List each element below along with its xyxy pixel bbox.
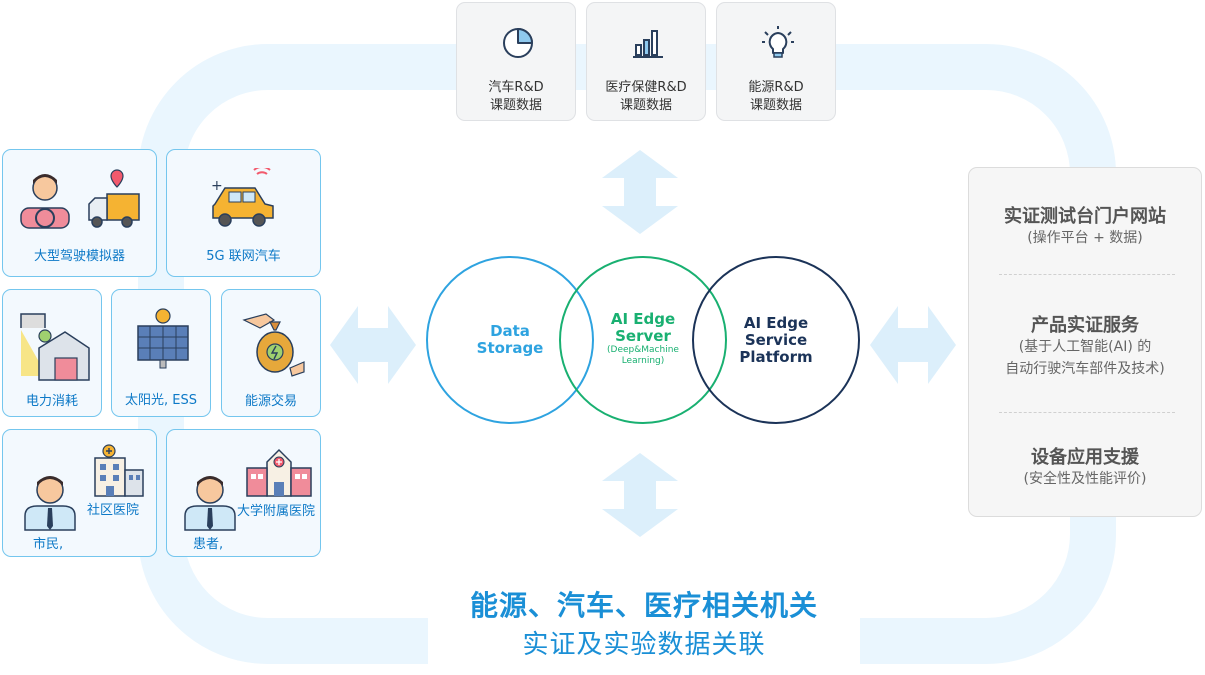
card-label-community-hospital: 社区医院 bbox=[87, 503, 140, 518]
service-title-portal: 实证测试台门户网站 bbox=[1004, 206, 1166, 227]
card-community-hospital: 市民, 社区医院 bbox=[2, 429, 157, 557]
card-driving-simulator: 大型驾驶模拟器 bbox=[2, 149, 157, 277]
bottom-title: 能源、汽车、医疗相关机关 bbox=[469, 589, 818, 622]
venn-platform-line1: AI Edge bbox=[743, 314, 809, 332]
venn-server-sub1: (Deep&Machine bbox=[607, 345, 679, 355]
connected-car-icon: + bbox=[211, 168, 274, 227]
circle-ai-edge-server bbox=[559, 256, 727, 424]
venn-platform-line2: Service bbox=[744, 331, 808, 349]
top-card-line1: 汽车R&D bbox=[488, 80, 544, 95]
card-university-hospital: 患者, 大学附属医院 bbox=[166, 429, 321, 557]
pie-chart-icon bbox=[503, 28, 533, 58]
circle-data-storage bbox=[426, 256, 594, 424]
citizen-icon bbox=[24, 476, 76, 531]
bottom-subtitle: 实证及实验数据关联 bbox=[522, 630, 766, 660]
top-card-line1: 医疗保健R&D bbox=[605, 80, 687, 95]
delivery-truck-icon bbox=[88, 169, 140, 228]
left-right-arrow-right bbox=[870, 306, 956, 384]
top-card-line1: 能源R&D bbox=[748, 80, 804, 95]
loop-gap bbox=[428, 580, 860, 675]
card-label: 大型驾驶模拟器 bbox=[33, 249, 125, 264]
venn-label-storage: Data Storage bbox=[460, 323, 560, 357]
lightbulb-icon bbox=[762, 26, 794, 58]
services-panel: 实证测试台门户网站 (操作平台 + 数据) 产品实证服务 (基于人工智能(AI)… bbox=[968, 167, 1202, 517]
top-card-line2: 课题数据 bbox=[749, 98, 802, 113]
venn-storage-line1: Data bbox=[490, 322, 530, 340]
svg-text:+: + bbox=[211, 178, 223, 194]
service-title-equipment: 设备应用支援 bbox=[1031, 447, 1139, 468]
card-label: 电力消耗 bbox=[25, 394, 78, 409]
venn-label-platform: AI Edge Service Platform bbox=[722, 315, 830, 366]
service-title-product: 产品实证服务 bbox=[1031, 315, 1139, 336]
top-card-line2: 课题数据 bbox=[619, 98, 672, 113]
divider bbox=[999, 412, 1175, 413]
hospital-building-icon bbox=[94, 444, 144, 497]
top-card-automotive: 汽车R&D 课题数据 bbox=[456, 2, 576, 121]
card-label: 5G 联网汽车 bbox=[206, 249, 281, 264]
driver-icon bbox=[20, 174, 70, 229]
venn-diagram bbox=[426, 256, 860, 424]
divider bbox=[999, 274, 1175, 275]
venn-server-sub2: Learning) bbox=[621, 356, 665, 366]
university-hospital-icon bbox=[246, 448, 312, 497]
up-down-arrow-top bbox=[602, 150, 678, 234]
venn-server-line1: AI Edge bbox=[610, 310, 676, 328]
card-connected-car: + 5G 联网汽车 bbox=[166, 149, 321, 277]
patient-icon bbox=[184, 476, 236, 531]
top-card-energy: 能源R&D 课题数据 bbox=[716, 2, 836, 121]
card-solar-ess: 太阳光, ESS bbox=[111, 289, 211, 417]
power-plant-icon bbox=[20, 313, 90, 381]
card-label: 太阳光, ESS bbox=[125, 393, 197, 408]
venn-server-line2: Server bbox=[615, 327, 671, 345]
card-power-consumption: 电力消耗 bbox=[2, 289, 102, 417]
service-sub-portal: (操作平台 + 数据) bbox=[1027, 230, 1143, 246]
card-label-patient: 患者, bbox=[193, 537, 224, 552]
card-label: 能源交易 bbox=[244, 394, 297, 409]
top-card-line2: 课题数据 bbox=[489, 98, 542, 113]
service-sub-equipment: (安全性及性能评价) bbox=[1023, 471, 1147, 487]
solar-panel-icon bbox=[137, 308, 189, 369]
card-energy-trade: 能源交易 bbox=[221, 289, 321, 417]
card-label-university-hospital: 大学附属医院 bbox=[237, 504, 316, 519]
up-down-arrow-bottom bbox=[602, 453, 678, 537]
service-sub-product-1: (基于人工智能(AI) 的 bbox=[1018, 339, 1152, 355]
venn-storage-line2: Storage bbox=[476, 339, 544, 357]
money-bag-icon bbox=[242, 313, 305, 377]
left-right-arrow-left bbox=[330, 306, 416, 384]
venn-label-server: AI Edge Server (Deep&Machine Learning) bbox=[590, 311, 696, 367]
top-card-healthcare: 医疗保健R&D 课题数据 bbox=[586, 2, 706, 121]
service-sub-product-2: 自动行驶汽车部件及技术) bbox=[1005, 361, 1165, 377]
circle-ai-edge-platform bbox=[692, 256, 860, 424]
card-label-citizen: 市民, bbox=[33, 537, 64, 552]
bar-chart-icon bbox=[633, 30, 663, 58]
venn-platform-line3: Platform bbox=[739, 348, 813, 366]
